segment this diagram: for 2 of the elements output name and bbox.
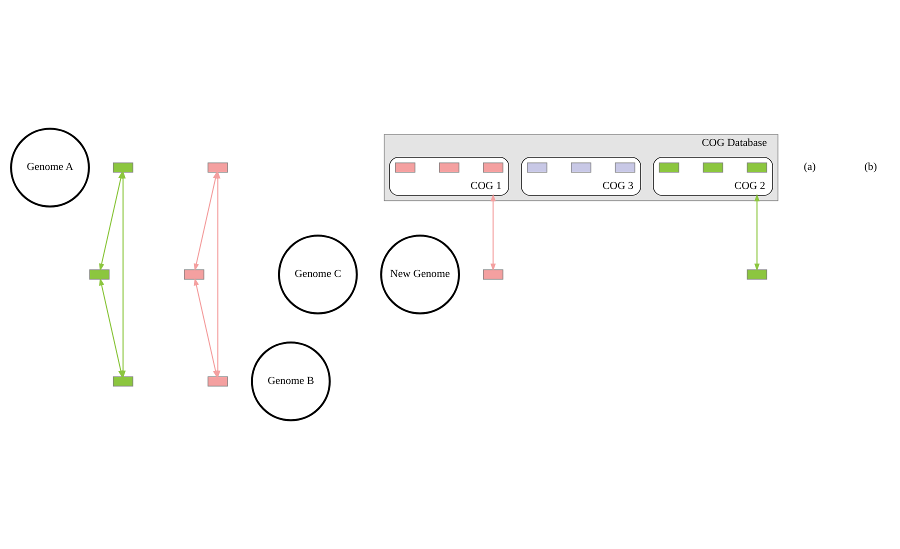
label: (a) (804, 161, 816, 174)
label: (b) (864, 161, 877, 174)
